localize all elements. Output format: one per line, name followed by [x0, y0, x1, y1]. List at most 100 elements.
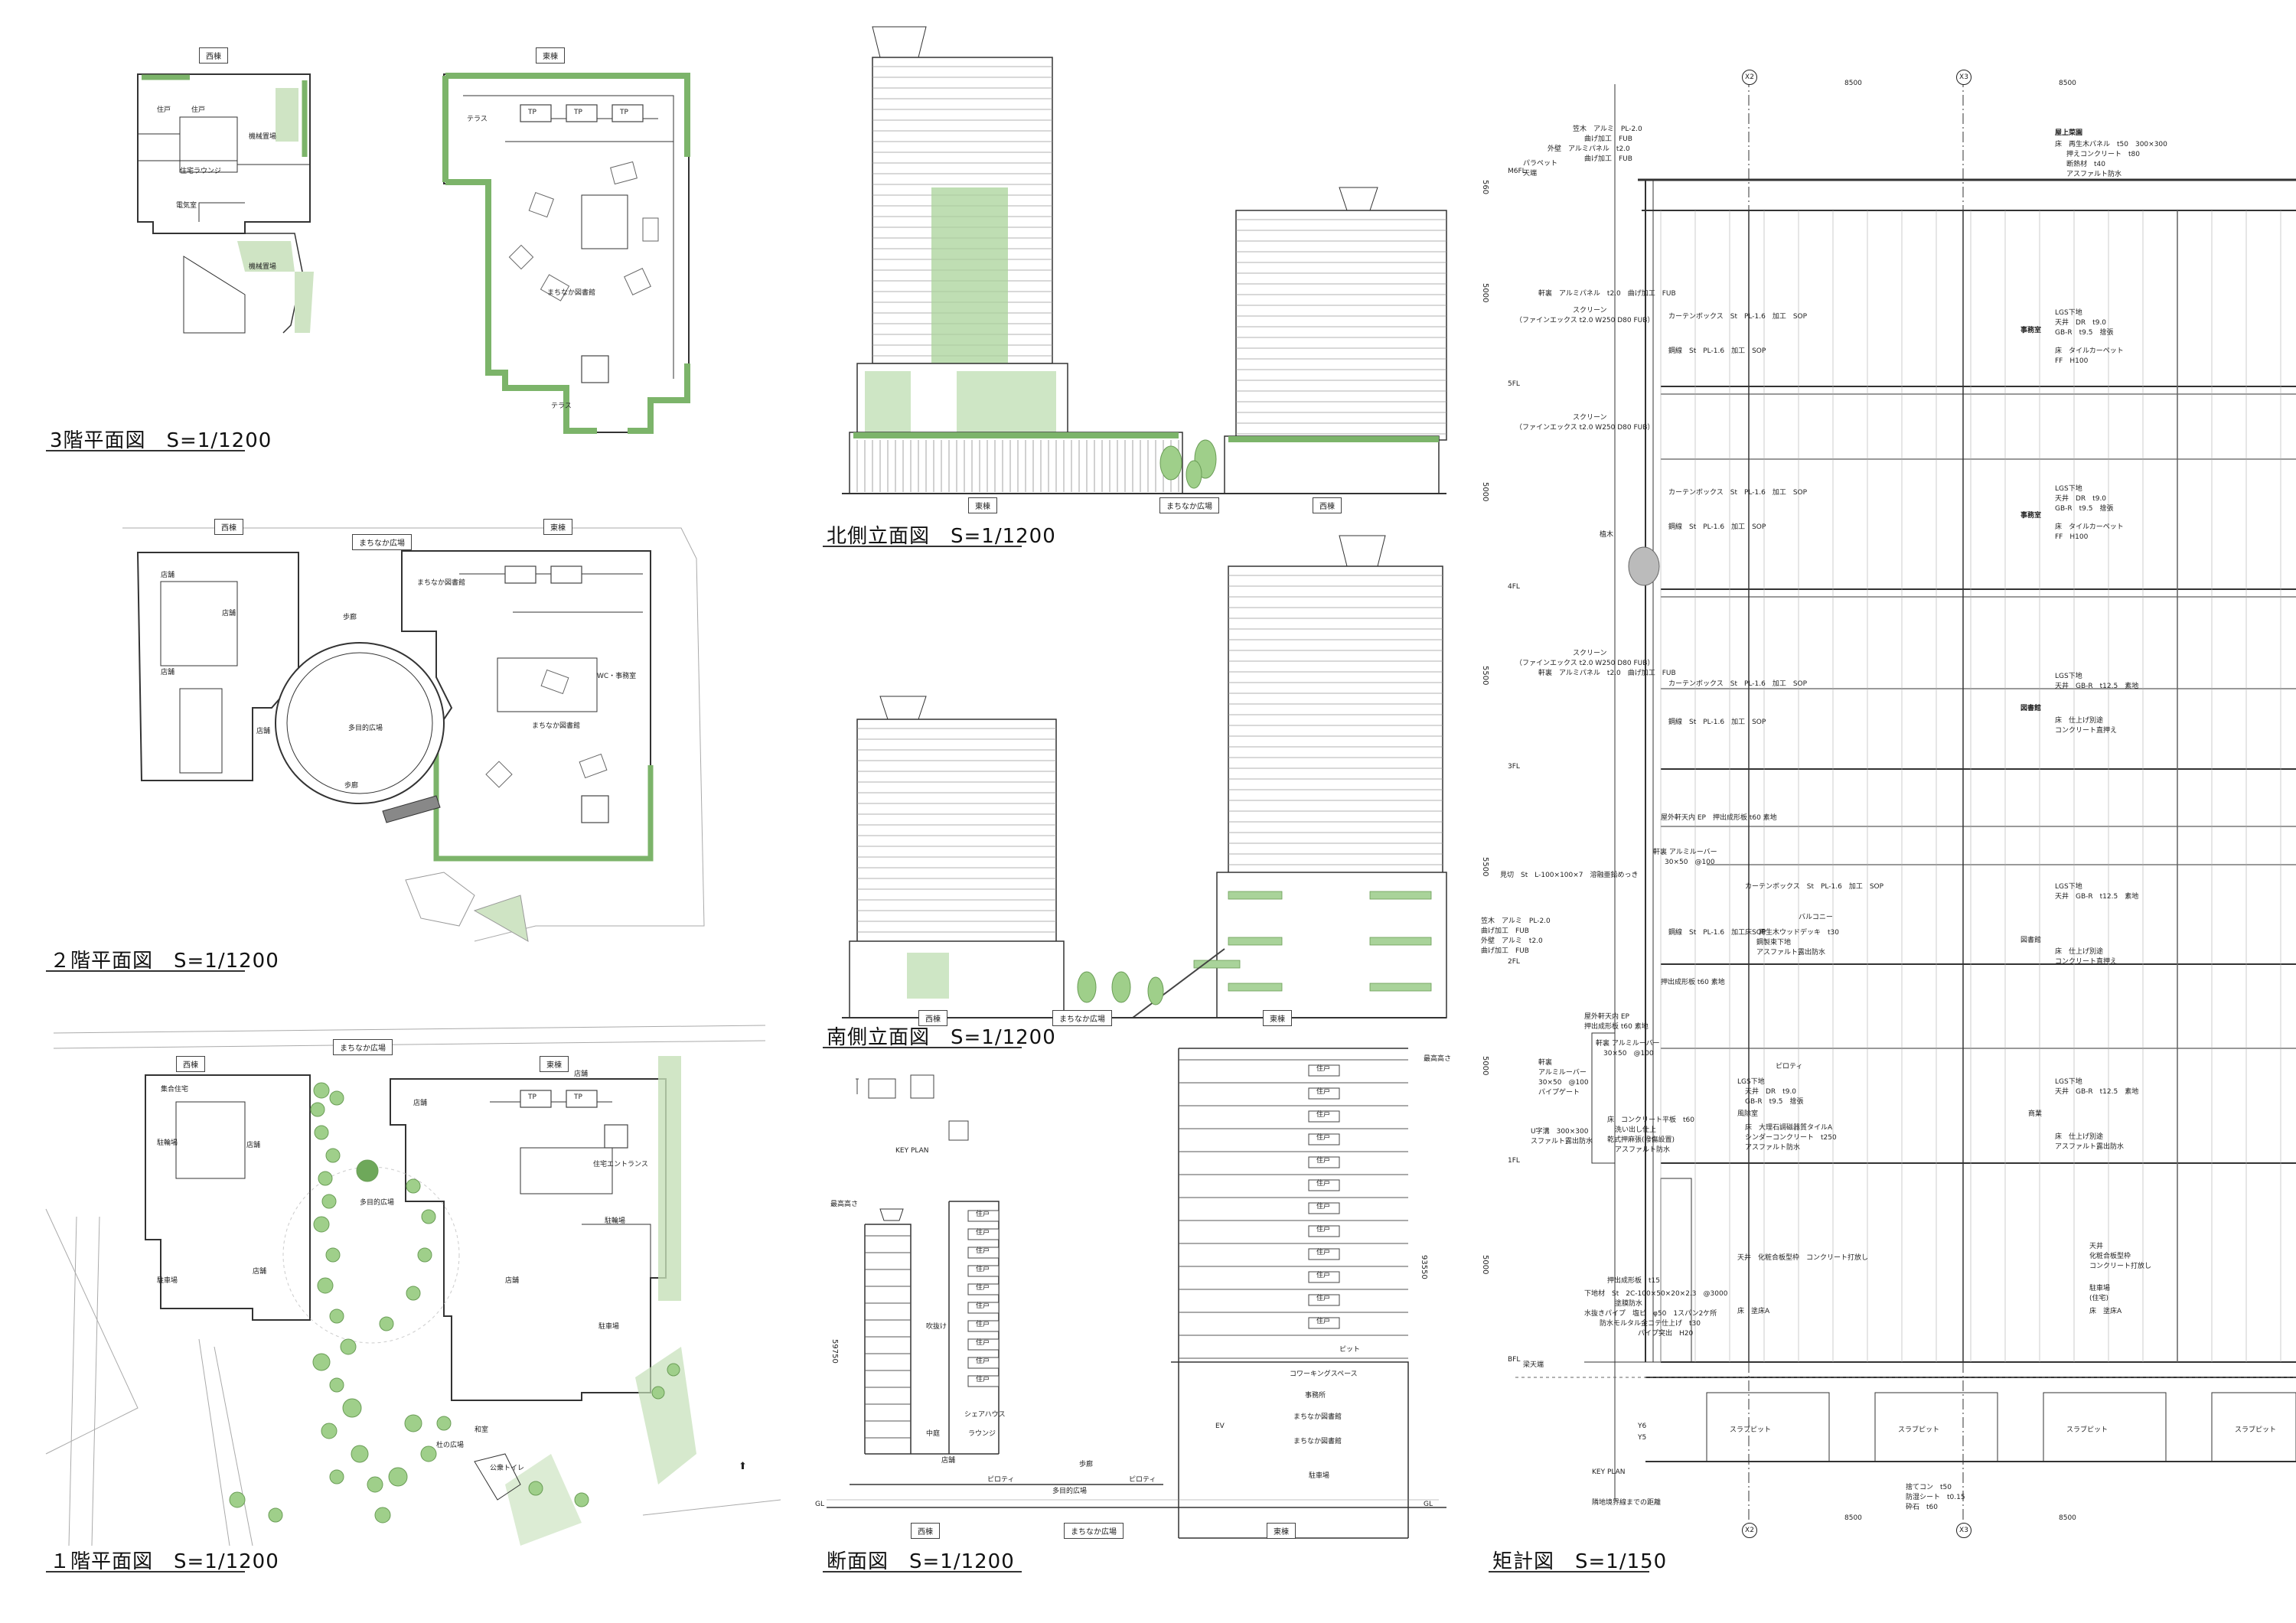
section-unit: 住戸 [976, 1284, 990, 1292]
floor1-room: 駐車場 [598, 1323, 620, 1331]
section-dim-left: 59750 [830, 1339, 839, 1364]
section-unit: 住戸 [976, 1321, 990, 1328]
detail-note: 天井 GB-R t12.5 素地 [2055, 893, 2139, 901]
section-plaza: 多目的広場 [1052, 1488, 1088, 1495]
detail-note: 30×50 @100 [1665, 859, 1715, 866]
detail-note: KEY PLAN [1592, 1468, 1626, 1476]
section-office: 事務所 [1305, 1392, 1326, 1400]
detail-note: 塗膜防水 [1615, 1300, 1643, 1308]
floor3-room: 電気室 [176, 202, 197, 210]
detail-note: 床 タイルカーペット [2055, 347, 2124, 355]
section-unit: 住戸 [976, 1302, 990, 1310]
north-east-tag: 東棟 [968, 497, 997, 513]
detail-note: アスファルト防水 [1615, 1146, 1671, 1154]
floor2-room: WC・事務室 [597, 673, 637, 680]
floor1-room: 和室 [475, 1426, 489, 1434]
floor1-room: 店舗 [505, 1277, 520, 1285]
detail-note: コンクリート直押え [2055, 727, 2118, 735]
detail-note: LGS下地 [2055, 883, 2082, 891]
section-unit: 住戸 [976, 1211, 990, 1218]
detail-note: 30×50 @100 [1538, 1079, 1589, 1087]
floor3-tp: TP [574, 109, 582, 116]
section-unit: 住戸 [1316, 1318, 1331, 1325]
detail-level: 1FL [1508, 1157, 1520, 1165]
detail-note: 30×50 @100 [1603, 1050, 1654, 1058]
floor3-room: 住宅ラウンジ [180, 168, 222, 175]
detail-note: シンダーコンクリート t250 [1745, 1134, 1837, 1142]
south-west-tag: 西棟 [918, 1010, 947, 1026]
detail-note: 曲げ加工 FUB [1584, 135, 1632, 143]
detail-note: スクリーン [1573, 650, 1607, 657]
floor1-west-outline [145, 1074, 311, 1321]
detail-note: 軒裏 [1538, 1059, 1553, 1067]
floor3-room: テラス [467, 116, 488, 123]
section-unit: 住戸 [976, 1229, 990, 1237]
section-unit: 住戸 [1316, 1111, 1331, 1119]
detail-title: 矩計図 S=1/150 [1492, 1550, 1668, 1573]
detail-note: 鋼線 St PL-1.6 加工 SOP [1668, 347, 1766, 355]
detail-note: パラペット [1523, 160, 1558, 168]
floor1-room: 駐輪場 [605, 1217, 626, 1225]
detail-note: 防水モルタル金コテ仕上げ t30 [1600, 1320, 1701, 1328]
floor1-room: 住宅エントランス [593, 1161, 648, 1168]
detail-height: 5500 [1481, 857, 1489, 877]
detail-note: 床 再生木パネル t50 300×300 [2055, 141, 2167, 148]
detail-note: パイプゲート [1538, 1089, 1580, 1097]
section-pilot1: ピロティ [987, 1476, 1015, 1484]
detail-note: 乾式押麻張(撥傷設置) [1607, 1136, 1675, 1144]
detail-note: 床 仕上げ別途 [2055, 1133, 2104, 1141]
floor1-room: 店舗 [574, 1071, 589, 1078]
detail-note: バルコニー [1799, 914, 1833, 921]
detail-note: 隣地境界線までの距離 [1592, 1499, 1662, 1507]
section-west-tag: 西棟 [911, 1523, 940, 1539]
detail-note: 外壁 アルミ t2.0 [1481, 937, 1543, 945]
detail-note: FF H100 [2055, 357, 2089, 365]
south-title: 南側立面図 S=1/1200 [827, 1026, 1056, 1049]
detail-height: 5500 [1481, 666, 1489, 686]
section-plaza-tag: まちなか広場 [1064, 1523, 1124, 1539]
section-top-right: 最高高さ [1424, 1055, 1452, 1063]
section-unit: 住戸 [1316, 1088, 1331, 1096]
detail-note: 天井 DR t9.0 [2055, 495, 2107, 503]
south-west-tower [856, 719, 1057, 950]
section-unit: 住戸 [1316, 1203, 1331, 1211]
floor2-room: まちなか図書館 [532, 722, 581, 730]
section-title-underline [823, 1571, 1022, 1572]
detail-height: 5000 [1481, 1255, 1489, 1275]
detail-note: FF H100 [2055, 533, 2089, 541]
section-drawing-panel: KEY PLAN 最高高さ 最高高さ 59750 93550 住戸 住戸 住戸 … [811, 1048, 1451, 1546]
detail-note: コンクリート直押え [2055, 958, 2118, 966]
floor1-room: 店舗 [413, 1100, 428, 1107]
floor3-room: 住戸 [157, 106, 171, 114]
detail-note: Y5 [1638, 1434, 1647, 1442]
detail-note: 下地材 St 2C-100×50×20×2.3 @3000 [1584, 1290, 1728, 1298]
detail-note: コンクリート打放し [2089, 1263, 2152, 1270]
floor2-room: 店舗 [222, 610, 236, 618]
floor1-west-tag: 西棟 [176, 1056, 205, 1072]
floor2-title: ２階平面図 S=1/1200 [50, 950, 279, 973]
detail-note: （ファインエックス t2.0 W250 D80 FUB） [1515, 317, 1655, 324]
detail-note: 梁天端 [1523, 1361, 1544, 1369]
section-drawing [827, 1048, 1446, 1539]
detail-level: 4FL [1508, 583, 1520, 591]
detail-note: 洗い出し仕上 [1615, 1126, 1657, 1134]
section-unit: 住戸 [1316, 1249, 1331, 1256]
detail-note: 砕石 t60 [1906, 1504, 1938, 1511]
floor1-room: 店舗 [246, 1142, 261, 1149]
floor3-west-tag: 西棟 [199, 47, 228, 64]
floor2-west-outline [136, 552, 299, 781]
detail-note: 捨てコン t50 [1906, 1484, 1952, 1491]
section-unit: 住戸 [1316, 1065, 1331, 1073]
detail-note: 天井 DR t9.0 [1745, 1088, 1797, 1096]
detail-note: ピロティ [1776, 1063, 1803, 1071]
detail-note: 化粧合板型枠 [2089, 1253, 2131, 1260]
floor3-room: まちなか図書館 [547, 289, 596, 297]
detail-note: 天井 GB-R t12.5 素地 [2055, 683, 2139, 690]
south-title-underline [823, 1047, 1022, 1048]
section-keyplan: KEY PLAN [895, 1147, 929, 1155]
detail-span: 8500 [1844, 80, 1862, 87]
detail-note: スラブピット [2066, 1426, 2108, 1434]
detail-note: （ファインエックス t2.0 W250 D80 FUB） [1515, 660, 1655, 667]
detail-title-underline [1489, 1571, 1649, 1572]
north-arrow-icon: ⬆ [739, 1461, 747, 1472]
